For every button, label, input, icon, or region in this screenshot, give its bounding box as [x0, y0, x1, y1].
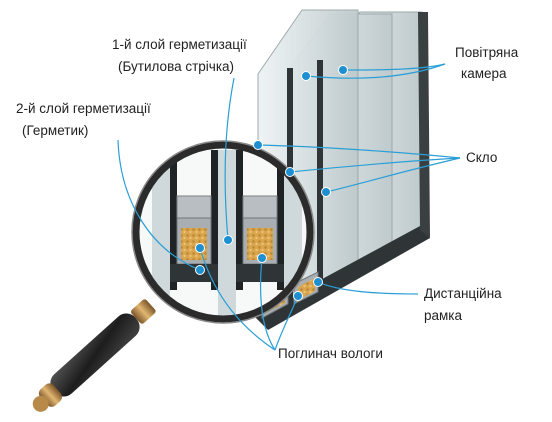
callout-seal1 — [224, 77, 235, 241]
callout-seal2 — [117, 139, 201, 271]
frame-bottom — [254, 226, 430, 330]
dot-desiccant-1 — [195, 243, 205, 253]
label-seal2-line1: 2-й слой герметизації — [16, 101, 151, 116]
frame-right — [418, 12, 430, 238]
callout-glass-2 — [289, 157, 461, 173]
callout-desiccant-2 — [259, 257, 276, 351]
callout-air-2 — [342, 63, 446, 71]
dot-seal1 — [223, 235, 233, 245]
label-seal1-line1: 1-й слой герметизації — [112, 37, 247, 52]
dot-glass-1 — [253, 140, 263, 150]
label-spacer-line1: Дистанційна — [424, 286, 502, 301]
dot-glass-3 — [321, 187, 331, 197]
callout-dot-icon — [195, 65, 348, 301]
label-air-line2: камера — [461, 66, 507, 81]
label-seal2-line2: (Герметик) — [22, 123, 89, 138]
callout-air-1 — [305, 63, 446, 79]
label-seal1-line2: (Бутилова стрічка) — [118, 59, 235, 74]
magnifier-icon — [32, 140, 315, 412]
dot-air-1 — [301, 71, 311, 81]
dot-seal2 — [195, 265, 205, 275]
callout-spacer — [317, 281, 419, 295]
label-air-line1: Повітряна — [455, 45, 519, 60]
callout-glass-1 — [257, 144, 461, 159]
dot-desiccant-2 — [257, 253, 267, 263]
dot-spacer — [313, 277, 323, 287]
label-desiccant: Поглинач вологи — [278, 346, 383, 361]
dot-air-2 — [338, 65, 348, 75]
dot-desiccant-3 — [293, 291, 303, 301]
callout-lines — [117, 63, 461, 351]
callout-desiccant-3 — [274, 295, 299, 351]
dot-glass-2 — [285, 167, 295, 177]
callout-glass-3 — [325, 157, 461, 193]
label-glass: Скло — [466, 150, 498, 165]
callout-desiccant-1 — [199, 247, 276, 351]
label-spacer-line2: рамка — [424, 308, 463, 323]
